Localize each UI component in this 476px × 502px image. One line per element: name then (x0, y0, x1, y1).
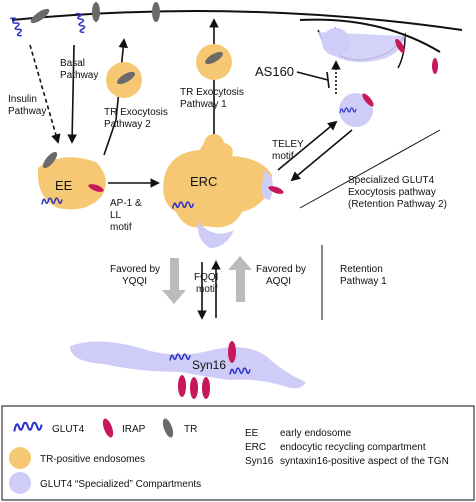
basal-pathway-label-1: Basal (60, 58, 85, 69)
erc-to-glut4-arrow (277, 120, 338, 171)
tr-exocytosis-2-label-1: TR Exocytosis (104, 107, 168, 118)
irap-icon (102, 418, 114, 438)
legend-abbr-erc: ERC (245, 442, 266, 453)
text-labels: Insulin Pathway Basal Pathway TR Exocyto… (8, 58, 447, 295)
legend-tr: TR (184, 424, 197, 435)
tr-endosome-swatch (9, 447, 31, 469)
ap1-ll-motif-label-1: AP-1 & (110, 198, 142, 209)
endocytic-recycling-compartment: ERC (163, 134, 284, 248)
glut4-specialized-vesicle-lower (339, 93, 374, 127)
legend-irap: IRAP (122, 424, 146, 435)
erc-label: ERC (190, 174, 217, 189)
specialized-pathway-label-2: Exocytosis pathway (348, 187, 436, 198)
syn16-label: Syn16 (192, 358, 226, 372)
basal-pathway-arrow (67, 44, 77, 144)
glut4-to-erc-arrow (290, 129, 353, 182)
teley-motif-label-1: TELEY (272, 139, 304, 150)
as160-label: AS160 (255, 64, 294, 79)
tr-exocytosis-2-label-2: Pathway 2 (104, 119, 151, 130)
glut4-specialized-vesicle-upper (322, 28, 350, 56)
glut4-compartment-swatch (9, 472, 31, 494)
basal-pathway-label-2: Pathway (60, 70, 98, 81)
favored-yqqi-gray-arrow (162, 258, 186, 304)
tr-icon (162, 418, 174, 438)
plasma-membrane (11, 10, 463, 53)
as160-inhibit (296, 71, 329, 81)
specialized-pathway-label-1: Specialized GLUT4 (348, 175, 435, 186)
specialized-divider (299, 129, 441, 209)
legend-tr-endosomes: TR-positive endosomes (40, 454, 145, 465)
insulin-pathway-label-1: Insulin (8, 94, 37, 105)
tr-exocytosis-1-label-2: Pathway 1 (180, 99, 227, 110)
legend-box (1, 405, 475, 501)
favored-aqqi-label-1: Favored by (256, 264, 306, 275)
syn16-compartment: Syn16 (70, 341, 306, 399)
tr-exocytosis-1-label-1: TR Exocytosis (180, 87, 244, 98)
legend-abbr-ee: EE (245, 428, 259, 439)
favored-aqqi-label-2: AQQI (266, 276, 291, 287)
retention-pathway-1-label-1: Retention (340, 264, 383, 275)
membrane-tr-1 (30, 8, 50, 24)
early-endosome: EE (37, 151, 106, 210)
favored-yqqi-label-2: YQQI (122, 276, 147, 287)
ee-label: EE (55, 178, 73, 193)
fqqi-motif-label-1: FQQI (194, 272, 218, 283)
favored-aqqi-gray-arrow (228, 256, 252, 302)
teley-motif-label-2: motif (272, 151, 294, 162)
ap1-ll-motif-label-3: motif (110, 222, 132, 233)
fqqi-motif-label-2: motif (196, 284, 218, 295)
legend-full-ee: early endosome (280, 428, 352, 439)
favored-yqqi-label-1: Favored by (110, 264, 160, 275)
ap1-ll-motif-label-2: LL (110, 210, 122, 221)
legend-glut4-compartments: GLUT4 “Specialized” Compartments (40, 479, 201, 490)
tr-exocytosis-2-vesicle (106, 62, 142, 98)
insulin-pathway-arrow (29, 44, 61, 144)
insulin-pathway-label-2: Pathway (8, 106, 46, 117)
legend-full-syn16: syntaxin16-positive aspect of the TGN (280, 456, 449, 467)
membrane-tr-3 (152, 2, 160, 22)
membrane-tr-2 (92, 2, 100, 22)
as160-inhibit-bar (326, 71, 330, 89)
retention-pathway-1-label-2: Pathway 1 (340, 276, 387, 287)
legend-full-erc: endocytic recycling compartment (280, 442, 426, 453)
membrane-irap-right (432, 58, 438, 74)
legend-abbr-syn16: Syn16 (245, 456, 274, 467)
legend-glut4: GLUT4 (52, 424, 85, 435)
legend: GLUT4 IRAP TR TR-positive endosomes GLUT… (1, 405, 475, 501)
specialized-pathway-label-3: (Retention Pathway 2) (348, 199, 447, 210)
tr-exocytosis-1-vesicle (196, 44, 232, 80)
